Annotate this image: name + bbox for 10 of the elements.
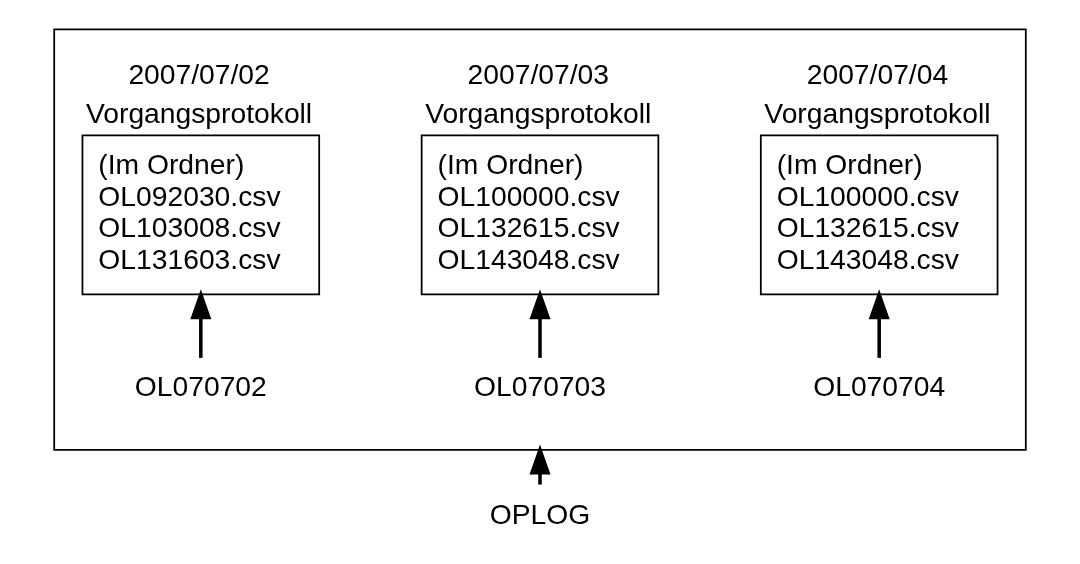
node-label: 2007/07/02: [128, 57, 270, 90]
node-text: OL070704: [813, 370, 946, 403]
node-label: 2007/07/04: [806, 57, 949, 90]
node-text: OL070703: [474, 370, 606, 403]
node-text: OL070702: [134, 370, 267, 403]
node-text: OPLOG: [489, 497, 591, 530]
node-label: Vorgangsprotokoll: [86, 96, 313, 129]
node-label: 2007/07/03: [467, 57, 609, 90]
node-label: Vorgangsprotokoll: [425, 96, 652, 129]
node-label: Vorgangsprotokoll: [764, 96, 991, 129]
